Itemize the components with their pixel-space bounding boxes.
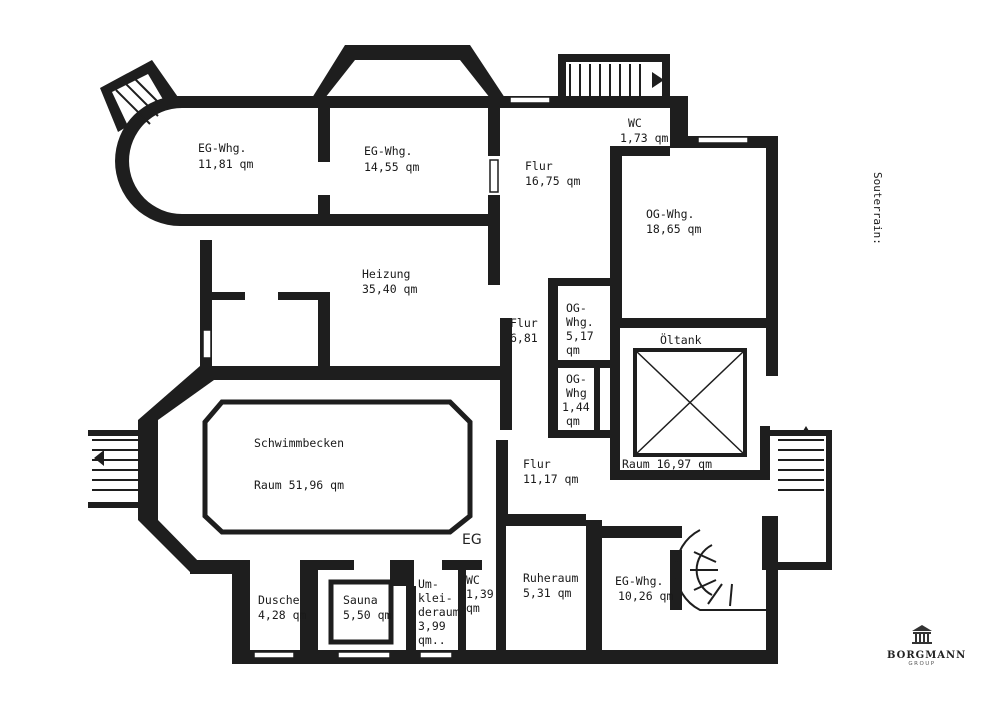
temple-icon — [912, 625, 932, 644]
room-raum: Raum 16,97 qm — [622, 457, 713, 471]
borgmann-logo: BORGMANN GROUP — [887, 624, 967, 667]
room-name-flur-3: Flur — [523, 457, 551, 471]
room-name-oeltank: Öltank — [660, 333, 702, 347]
room-name-eg-3: EG-Whg. — [615, 574, 664, 588]
room-umkleide-line-4: 3,99 — [418, 619, 446, 633]
room-name-dusche: Dusche — [258, 593, 300, 607]
room-area-eg-1: 11,81 qm — [198, 157, 254, 171]
oil-tank — [633, 348, 747, 457]
walls — [88, 45, 832, 664]
room-area-eg-2: 14,55 qm — [364, 160, 420, 174]
pool-basin — [202, 399, 473, 535]
room-name-ruheraum: Ruheraum — [523, 571, 579, 585]
room-area-ruheraum: 5,31 qm — [523, 586, 572, 600]
sauna-cabin — [328, 579, 394, 645]
room-og-2-line-4: qm — [566, 343, 580, 357]
room-og-3-line-4: qm — [566, 414, 580, 428]
room-area-pool: Raum 51,96 qm — [254, 478, 345, 492]
room-umkleide-line-3: deraum — [418, 605, 460, 619]
room-name-wc-2: WC — [466, 573, 480, 587]
room-name-pool: Schwimmbecken — [254, 436, 345, 450]
windows — [202, 96, 749, 659]
brand-name: BORGMANN — [887, 650, 967, 661]
room-area-og-1: 18,65 qm — [646, 222, 702, 236]
room-umkleide-line-2: klei- — [418, 591, 453, 605]
annotation-eg: EG — [462, 532, 482, 548]
room-og-2-line-3: 5,17 — [566, 329, 594, 343]
room-name-wc-1: WC — [628, 116, 642, 130]
room-name-eg-2: EG-Whg. — [364, 144, 413, 158]
stair-arrows — [94, 72, 812, 466]
room-area-heizung: 35,40 qm — [362, 282, 418, 296]
room-og-2-line-1: OG- — [566, 301, 587, 315]
room-name-flur-2: Flur — [510, 316, 538, 330]
room-og-3-line-2: Whg — [566, 386, 587, 400]
room-area-flur-2: 6,81 — [510, 331, 538, 345]
plan-title: Souterrain: — [871, 172, 884, 245]
room-og-2-line-2: Whg. — [566, 315, 594, 329]
room-og-3-line-3: 1,44 — [562, 400, 590, 414]
room-area-wc-1: 1,73 qm — [620, 131, 669, 145]
room-name-flur-1: Flur — [525, 159, 553, 173]
room-area-flur-3: 11,17 qm — [523, 472, 579, 486]
room-name-eg-1: EG-Whg. — [198, 141, 247, 155]
room-area-flur-1: 16,75 qm — [525, 174, 581, 188]
room-umkleide-line-1: Um- — [418, 577, 439, 591]
room-area-wc-2: 1,39 — [466, 587, 494, 601]
stairs — [92, 64, 824, 611]
room-name-sauna: Sauna — [343, 593, 378, 607]
room-area-dusche: 4,28 qm — [258, 608, 307, 622]
room-unit-wc-2: qm — [466, 601, 480, 615]
room-umkleide-line-5: qm.. — [418, 633, 446, 647]
room-name-heizung: Heizung — [362, 267, 411, 281]
room-area-sauna: 5,50 qm — [343, 608, 392, 622]
room-name-og-1: OG-Whg. — [646, 207, 695, 221]
room-area-eg-3: 10,26 qm — [618, 589, 674, 603]
brand-sub: GROUP — [908, 661, 936, 667]
room-og-3-line-1: OG- — [566, 372, 587, 386]
